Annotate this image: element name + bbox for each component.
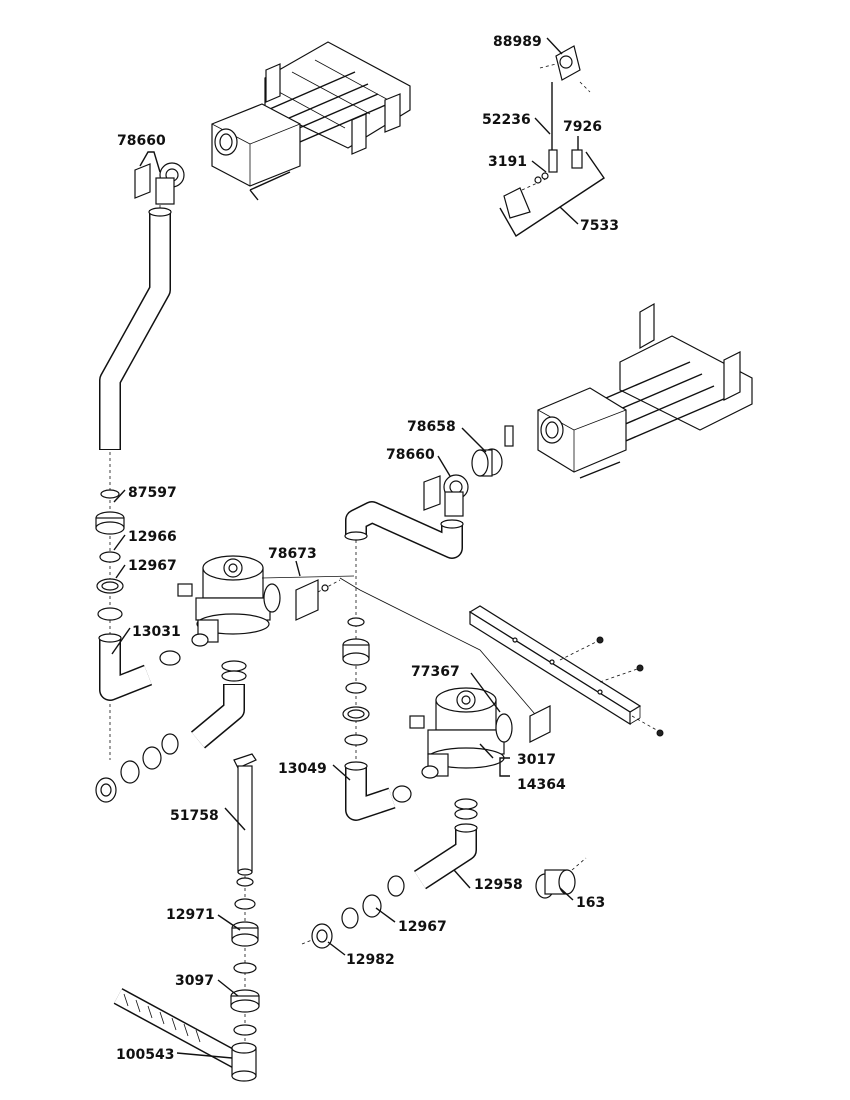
callout-78660-top: 78660 [117,133,166,149]
callout-7533: 7533 [580,218,619,234]
callout-100543: 100543 [116,1047,174,1063]
rod-100543 [113,988,257,1082]
leader-lines [111,37,605,1059]
callout-77367: 77367 [411,664,460,680]
pump-right-outlet [301,798,478,949]
callout-13049: 13049 [278,761,327,777]
callout-78660-mid: 78660 [386,447,435,463]
callout-13031: 13031 [132,624,181,640]
callout-12966: 12966 [128,529,177,545]
bracket-78673 [295,579,341,621]
pump-left-outlet [95,650,247,803]
gas-pipe-left [99,207,172,450]
pump-right [409,687,551,779]
callout-51758: 51758 [170,808,219,824]
coupling-78658 [471,448,503,477]
mounting-rail [468,605,664,737]
tube-51758 [230,753,260,1050]
thermocouple-kit [503,45,591,219]
callout-78658: 78658 [407,419,456,435]
pump-left [177,555,281,647]
callout-12967-left: 12967 [128,558,177,574]
burner-assembly-right [504,302,753,479]
part-163 [535,857,587,899]
callout-12967-right: 12967 [398,919,447,935]
callout-12971: 12971 [166,907,215,923]
callout-14364: 14364 [517,777,566,793]
fittings-stack-left [95,489,153,701]
valve-78660-top [134,162,185,215]
callout-3097: 3097 [175,973,214,989]
callout-7926: 7926 [563,119,602,135]
callout-88989: 88989 [493,34,542,50]
burner-assembly-top [211,41,411,201]
wire-left-pump [261,575,355,579]
callout-52236: 52236 [482,112,531,128]
callout-12958: 12958 [474,877,523,893]
callout-163: 163 [576,895,605,911]
callout-78673: 78673 [268,546,317,562]
wire-to-right-pump [339,577,541,721]
callout-3191: 3191 [488,154,527,170]
callout-3017: 3017 [517,752,556,768]
callout-87597: 87597 [128,485,177,501]
callout-12982: 12982 [346,952,395,968]
gas-pipe-mid [344,501,464,559]
fittings-stack-mid [342,617,412,821]
valve-78660-mid [423,474,469,517]
